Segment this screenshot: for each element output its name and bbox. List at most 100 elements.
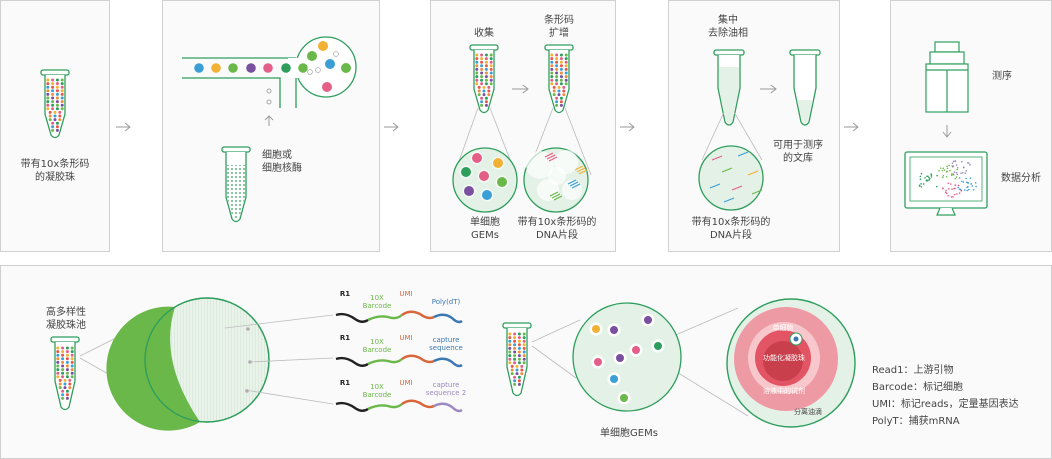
gem-bead: [497, 177, 507, 187]
strand-barcode-label: 10X Barcode: [362, 338, 392, 354]
cell: [307, 69, 313, 75]
bead-dot: [480, 60, 484, 64]
bead-dot: [63, 382, 67, 386]
scatter-point: [945, 192, 948, 195]
bead-dot: [564, 53, 568, 57]
channel-bead: [228, 63, 238, 73]
scatter-point: [964, 172, 967, 174]
dna-fragment: [574, 165, 584, 171]
strand-umi-label: UMI: [399, 334, 413, 342]
strand-r1-label: R1: [339, 334, 351, 342]
bead-dot: [475, 64, 479, 68]
legend-read1: Read1：上游引物: [872, 365, 954, 376]
library-fragment: [711, 155, 723, 161]
bead-dot: [515, 368, 519, 372]
bead-dot: [484, 96, 488, 100]
scatter-point: [936, 174, 938, 177]
scatter-point: [941, 187, 944, 190]
gem-bead: [654, 342, 662, 350]
bead-dot: [56, 371, 60, 375]
bead-dot: [51, 82, 55, 86]
scatter-point: [960, 189, 962, 192]
umi-segment: [401, 310, 435, 320]
bead-dot: [559, 57, 563, 61]
bead-dot: [65, 364, 69, 368]
gems-bottom-label: 单细胞GEMs: [600, 428, 658, 439]
gems-tube-bottom: [502, 322, 532, 397]
droplet-bead: [322, 82, 332, 92]
strand-r1-label: R1: [339, 379, 351, 387]
gem-bead: [592, 325, 600, 333]
bead-dot: [517, 346, 521, 350]
library-zoom: [698, 145, 764, 211]
scatter-point: [958, 177, 961, 179]
scatter-point: [955, 164, 958, 166]
library-fragment: [723, 197, 735, 203]
strand-end-label: Poly(dT): [431, 298, 461, 306]
bead-dot: [517, 354, 521, 358]
bead-dot: [46, 96, 50, 100]
bead-dot: [480, 57, 484, 61]
barcode-segment: [367, 314, 403, 322]
bead-dot: [489, 78, 493, 82]
bead-dot: [475, 78, 479, 82]
strand-barcode-label: 10X Barcode: [362, 294, 392, 310]
droplet-bead: [307, 51, 317, 61]
bead-dot: [46, 100, 50, 104]
bead-dot: [70, 371, 74, 375]
bead-dot: [489, 60, 493, 64]
bead-dot: [58, 382, 62, 386]
bead-dot: [482, 85, 486, 89]
scatter-point: [950, 174, 953, 177]
scatter-point: [953, 187, 955, 190]
scatter-point: [945, 189, 947, 192]
gem-bead: [493, 158, 503, 168]
bead-dot: [489, 67, 493, 71]
bead-dot: [562, 85, 566, 89]
bead-dot: [480, 78, 484, 82]
scatter-point: [962, 181, 965, 183]
scatter-point: [951, 188, 953, 191]
bead-dot: [55, 92, 59, 96]
gem-detail-zoom: [726, 298, 856, 428]
capture-segment: [433, 357, 463, 368]
bead-dot: [56, 364, 60, 368]
bead-dot: [60, 85, 64, 89]
bead-dot: [63, 386, 67, 390]
scatter-point: [974, 182, 977, 184]
bead-dot: [564, 78, 568, 82]
legend-barcode: Barcode：标记细胞: [872, 382, 963, 393]
dna-fragment-label: 带有10x条形码的 DNA片段: [517, 217, 597, 241]
dna-fragment: [549, 191, 559, 197]
bead-dot: [513, 343, 517, 347]
capture-segment: [433, 402, 463, 413]
panel-collect-amplify: [430, 0, 616, 252]
bead-dot: [513, 332, 517, 336]
gem-emulsion-label: 分离油滴: [794, 408, 822, 416]
library-fragment: [747, 170, 759, 176]
bead-dot: [555, 64, 559, 68]
bead-dot: [564, 75, 568, 79]
bead-dot: [61, 346, 65, 350]
bead-dot: [513, 357, 517, 361]
bead-dot: [517, 332, 521, 336]
scatter-point: [965, 177, 967, 180]
bead-dot: [515, 364, 519, 368]
bead-dot: [56, 350, 60, 354]
bead-dot: [55, 89, 59, 93]
bead-dot: [70, 350, 74, 354]
amplified-tube: [544, 44, 574, 114]
bead-dot: [70, 368, 74, 372]
scatter-point: [952, 160, 955, 163]
bead-dot: [46, 103, 50, 107]
scatter-point: [962, 166, 965, 169]
bead-dot: [46, 92, 50, 96]
bead-dot: [517, 350, 521, 354]
bead-dot: [51, 92, 55, 96]
gem-bead: [644, 316, 652, 324]
scatter-point: [955, 171, 958, 174]
dna-fragment: [546, 154, 556, 160]
scatter-point: [975, 185, 977, 188]
gel-bead-tube-label: 带有10x条形码 的凝胶珠: [20, 159, 90, 183]
scatter-point: [944, 191, 947, 194]
